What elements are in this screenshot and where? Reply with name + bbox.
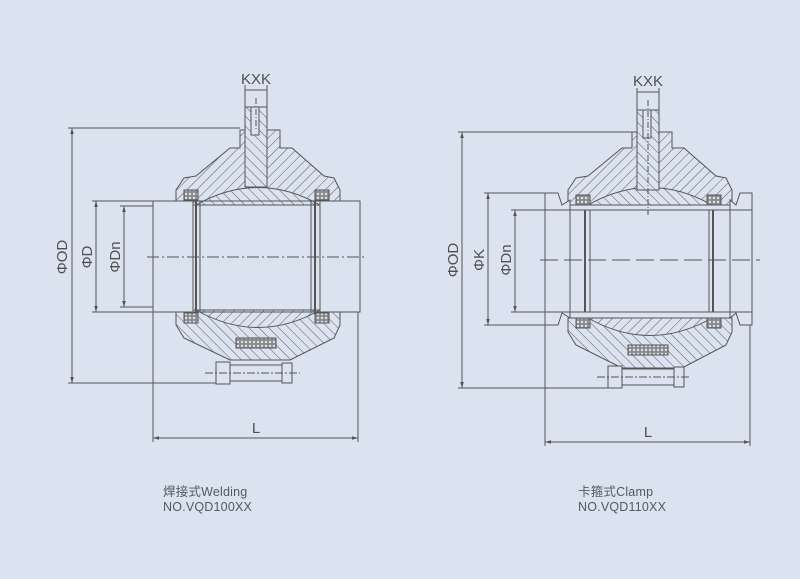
welding-od-label: ΦOD — [54, 240, 71, 275]
clamp-od-label: ΦOD — [445, 243, 462, 278]
seat-lr — [706, 317, 722, 329]
clamp-caption: 卡箍式Clamp NO.VQD110XX — [578, 485, 666, 515]
clamp-valve-drawing — [458, 88, 760, 446]
clamp-k-label: ΦK — [471, 249, 488, 271]
bottom-seal — [627, 344, 669, 356]
seat-ll — [183, 312, 199, 324]
bolt — [205, 361, 300, 385]
left-ferrule — [544, 192, 571, 326]
seat-ul — [183, 189, 199, 201]
clamp-kxk-label: KXK — [633, 73, 663, 90]
clamp-l-label: L — [644, 424, 652, 441]
welding-caption: 焊接式Welding NO.VQD100XX — [163, 485, 252, 515]
clamp-caption-title: 卡箍式Clamp — [578, 485, 654, 499]
clamp-dn-label: ΦDn — [498, 244, 515, 275]
seat-ll — [575, 317, 591, 329]
bottom-seal — [235, 337, 277, 349]
seat-ul — [575, 194, 591, 206]
welding-kxk-label: KXK — [241, 71, 271, 88]
seat-ur — [314, 189, 330, 201]
welding-l-label: L — [252, 420, 260, 437]
bolt — [597, 365, 690, 389]
clamp-caption-model: NO.VQD110XX — [578, 500, 667, 514]
welding-caption-title: 焊接式Welding — [163, 485, 248, 499]
welding-d-label: ΦD — [79, 245, 96, 268]
welding-caption-model: NO.VQD100XX — [163, 500, 253, 514]
seat-lr — [314, 312, 330, 324]
welding-valve-drawing — [68, 85, 365, 442]
welding-dn-label: ΦDn — [107, 241, 124, 272]
seat-ur — [706, 194, 722, 206]
right-ferrule — [729, 192, 753, 326]
